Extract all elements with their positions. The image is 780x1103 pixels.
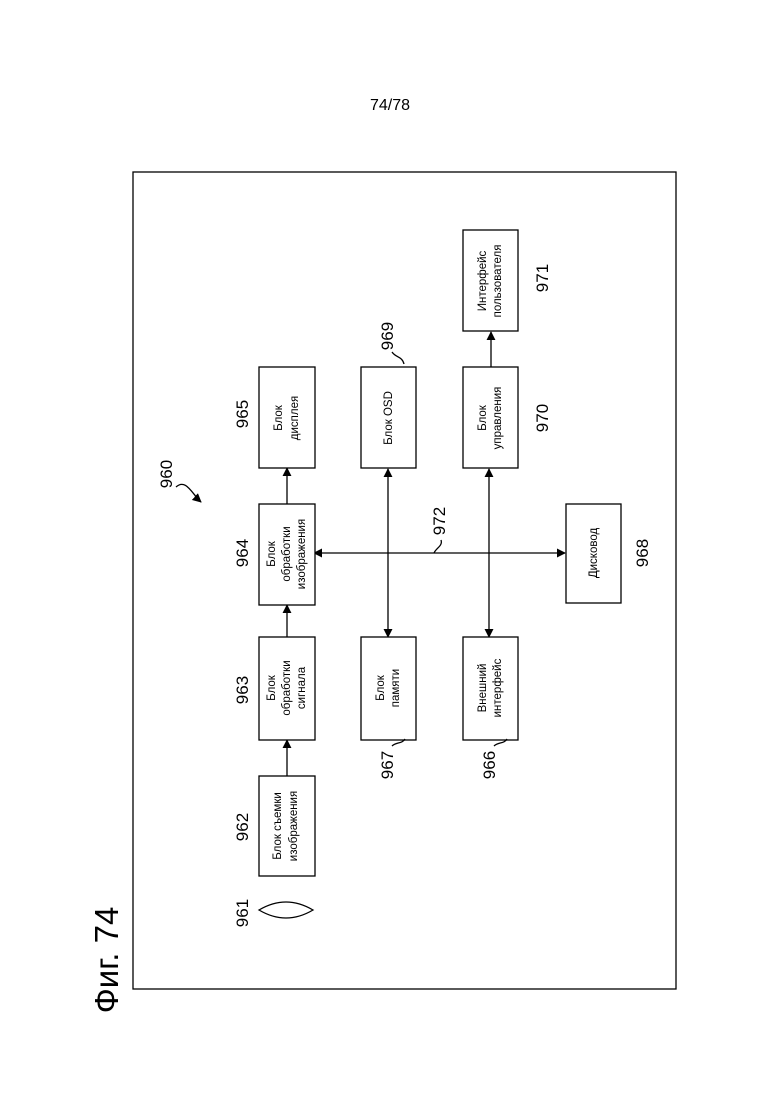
ref-966: 966: [480, 751, 499, 779]
block-966-label-2: интерфейс: [492, 658, 504, 717]
block-963-label-2: обработки: [281, 660, 293, 715]
block-963-label-1: Блок: [266, 674, 278, 701]
block-971: Интерфейс пользователя: [463, 230, 518, 331]
block-967-label-1: Блок: [375, 674, 387, 701]
figure-title: Фиг. 74: [88, 907, 125, 1014]
block-963: Блок обработки сигнала: [259, 637, 315, 740]
block-964-label-1: Блок: [266, 540, 278, 567]
ref-961: 961: [233, 899, 252, 927]
block-965: Блок дисплея: [259, 367, 315, 468]
block-971-label-1: Интерфейс: [477, 250, 489, 311]
ref-967: 967: [378, 751, 397, 779]
block-962-label-1: Блок съемки: [272, 792, 284, 860]
block-970-label-1: Блок: [477, 404, 489, 431]
ref-965: 965: [233, 400, 252, 428]
ref-970: 970: [533, 404, 552, 432]
leader-972: [434, 540, 441, 553]
lens-icon: [259, 902, 313, 918]
block-965-label-1: Блок: [273, 404, 285, 431]
ref-971: 971: [533, 264, 552, 292]
leader-lines: [176, 352, 507, 746]
block-969: Блок OSD: [361, 367, 416, 468]
ref-964: 964: [233, 539, 252, 567]
ref-963: 963: [233, 676, 252, 704]
block-970: Блок управления: [463, 367, 518, 468]
block-967: Блок памяти: [361, 637, 416, 740]
ref-969: 969: [378, 322, 397, 350]
ref-972: 972: [430, 507, 449, 535]
ref-968: 968: [633, 539, 652, 567]
ref-960: 960: [157, 460, 176, 488]
block-964-label-3: изображения: [296, 519, 308, 589]
block-966: Внешний интерфейс: [463, 637, 518, 740]
leader-969: [392, 352, 404, 364]
block-966-label-1: Внешний: [477, 664, 489, 713]
block-964-label-2: обработки: [281, 526, 293, 581]
leader-960: [176, 484, 201, 502]
block-963-label-3: сигнала: [296, 666, 308, 709]
block-967-label-2: памяти: [390, 669, 402, 707]
block-969-label-1: Блок OSD: [383, 391, 395, 445]
ref-962: 962: [233, 813, 252, 841]
block-962-label-2: изображения: [288, 791, 300, 861]
block-968-label-1: Дисковод: [588, 528, 600, 579]
block-968: Дисковод: [566, 504, 621, 603]
connections: [287, 332, 565, 776]
block-965-label-2: дисплея: [289, 396, 301, 440]
page-number: 74/78: [370, 97, 410, 114]
block-962: Блок съемки изображения: [259, 776, 315, 876]
block-971-label-2: пользователя: [492, 245, 504, 318]
block-970-label-2: управления: [492, 387, 504, 450]
block-964: Блок обработки изображения: [259, 504, 315, 605]
